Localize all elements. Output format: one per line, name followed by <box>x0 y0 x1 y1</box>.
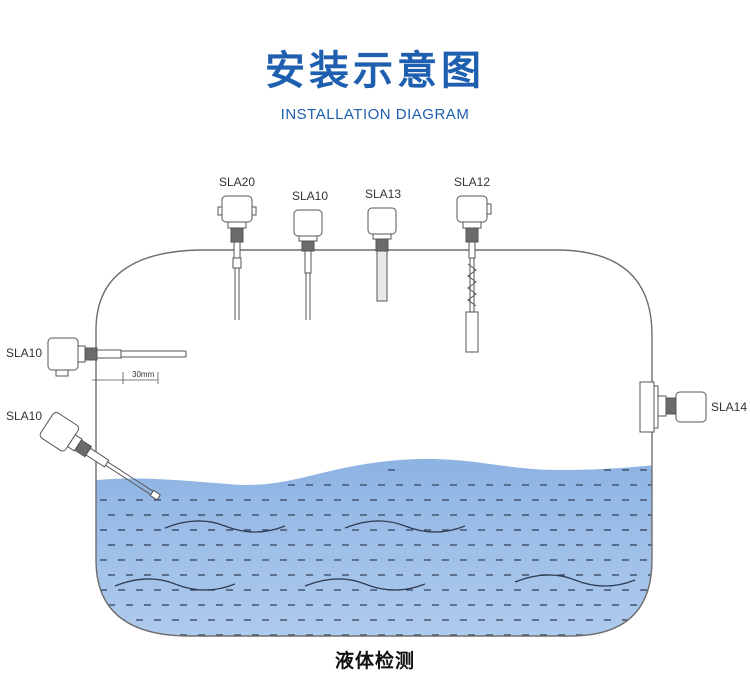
dimension-label: 30mm <box>132 370 155 379</box>
label-sla20: SLA20 <box>219 175 255 189</box>
page-subtitle: INSTALLATION DIAGRAM <box>280 106 470 123</box>
sensor-sla10-side-lower <box>39 411 161 501</box>
sensor-sla10-side-upper <box>47 337 187 384</box>
sensor-sla12 <box>456 195 492 353</box>
caption-liquid-detection: 液体检测 <box>334 650 415 672</box>
tank-outline <box>95 249 653 637</box>
liquid-waves <box>114 520 636 591</box>
liquid-body <box>96 458 652 636</box>
sensor-sla13 <box>367 207 397 302</box>
sensor-sla10-top <box>293 209 323 320</box>
label-sla14: SLA14 <box>711 400 747 414</box>
page-title: 安装示意图 <box>265 48 485 94</box>
sensor-sla14 <box>639 381 707 433</box>
label-sla10-top: SLA10 <box>292 189 328 203</box>
sensor-sla20 <box>217 195 257 320</box>
label-sla10-side-upper: SLA10 <box>6 346 42 360</box>
label-sla12: SLA12 <box>454 175 490 189</box>
label-sla13: SLA13 <box>365 187 401 201</box>
liquid-dashes <box>100 469 652 636</box>
label-sla10-side-lower: SLA10 <box>6 409 42 423</box>
